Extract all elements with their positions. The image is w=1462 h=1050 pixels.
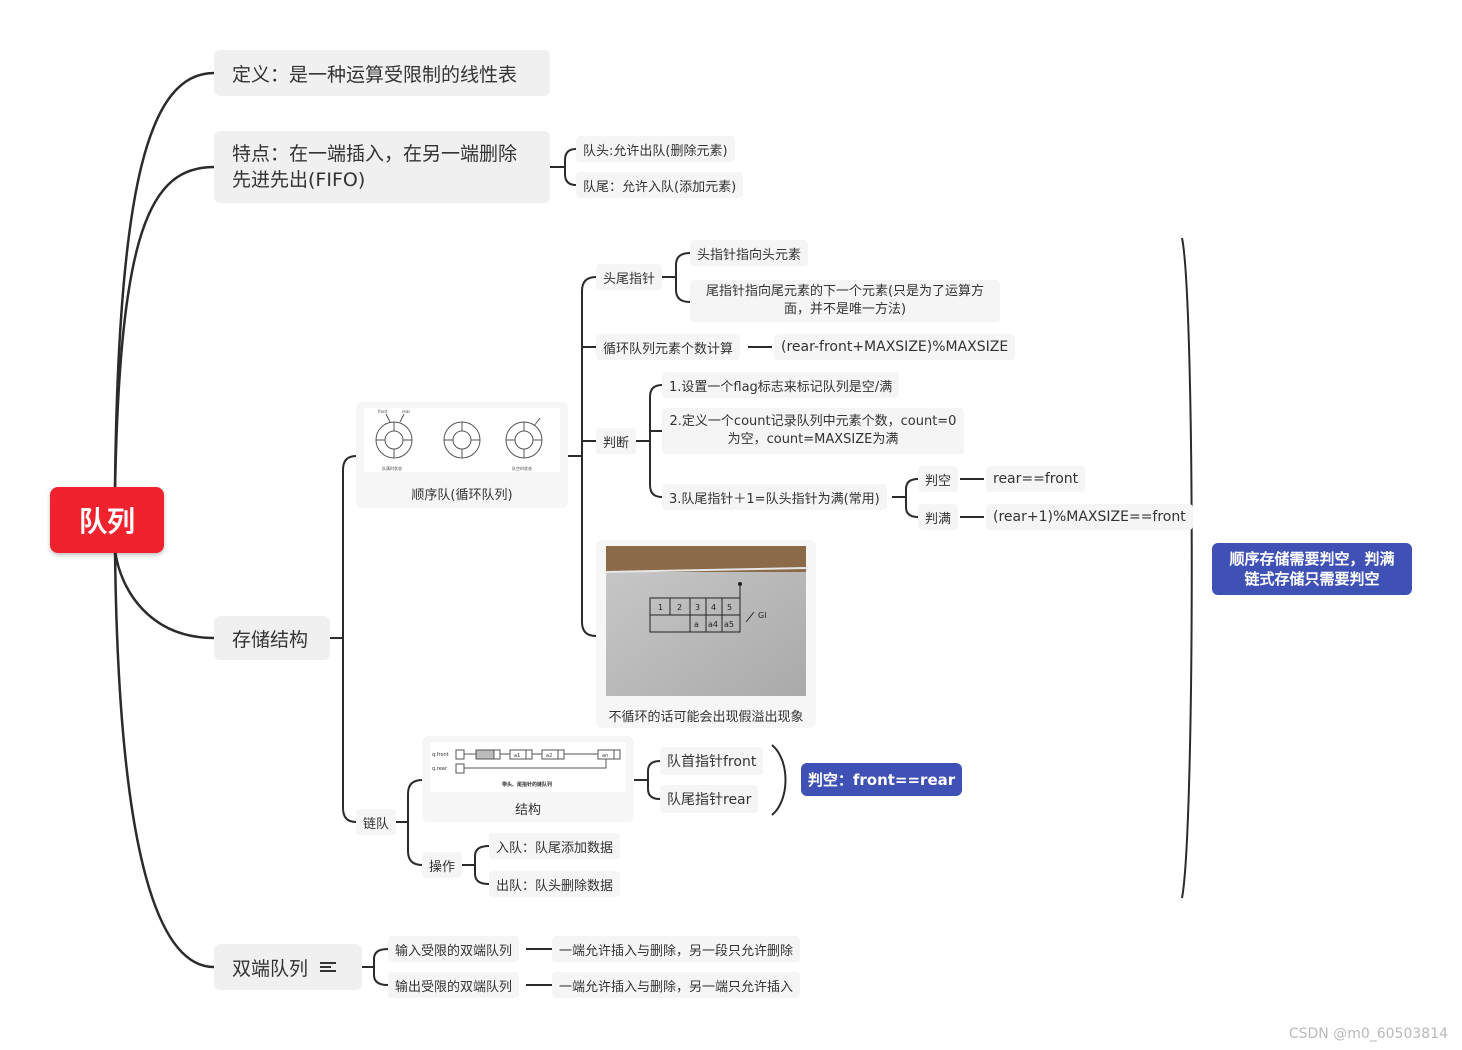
photo-cell-2: 2 xyxy=(677,603,682,612)
root-node[interactable]: 队列 xyxy=(50,487,164,553)
operations-node[interactable]: 操作 xyxy=(422,852,463,878)
dequeue-node[interactable]: 出队：队头删除数据 xyxy=(489,871,621,897)
count-formula-node[interactable]: (rear-front+MAXSIZE)%MAXSIZE xyxy=(774,334,1016,360)
false-overflow-photo-card[interactable]: 1 2 3 4 5 a a4 a5 Gl 不循环的话可能会出现假溢出现象 xyxy=(596,540,816,728)
judge-empty-node[interactable]: 判空 xyxy=(918,466,959,492)
output-restricted-node[interactable]: 输出受限的双端队列 xyxy=(388,972,520,998)
linked-empty-summary[interactable]: 判空：front==rear xyxy=(801,763,962,796)
linked-queue-figure: q.front q.rear a1 a2 an 带头、尾指针的链队列 xyxy=(430,742,626,792)
storage-summary-line1: 顺序存储需要判空，判满 xyxy=(1229,550,1395,568)
photo-cell-3: 3 xyxy=(695,603,700,612)
fig-label-qfront: q.front xyxy=(432,752,449,758)
fig-label-an: an xyxy=(602,753,608,759)
feature-tail-node[interactable]: 队尾：允许入队(添加元素) xyxy=(576,172,744,198)
pointer-tail-node[interactable]: 尾指针指向尾元素的下一个元素(只是为了运算方面，并不是唯一方法) xyxy=(690,280,1000,322)
fig-label-linked-caption: 带头、尾指针的链队列 xyxy=(502,781,552,788)
pointers-node[interactable]: 头尾指针 xyxy=(596,264,663,290)
linked-structure-card[interactable]: q.front q.rear a1 a2 an 带头、尾指针的链队列 结构 xyxy=(422,736,634,822)
photo-cell-4: 4 xyxy=(711,603,716,612)
rear-pointer-node[interactable]: 队尾指针rear xyxy=(660,785,759,813)
enqueue-node[interactable]: 入队：队尾添加数据 xyxy=(489,833,621,859)
linked-queue-node[interactable]: 链队 xyxy=(356,809,397,835)
fig-label-rear: rear xyxy=(402,409,410,414)
photo-cell-5: 5 xyxy=(727,603,732,612)
judge-full-expr-node[interactable]: (rear+1)%MAXSIZE==front xyxy=(986,504,1193,530)
photo-cell-1: 1 xyxy=(658,603,663,612)
sequential-queue-card[interactable]: front rear 队满时状态 队空时状态 顺序队(循环队列) xyxy=(356,402,568,508)
pointer-head-node[interactable]: 头指针指向头元素 xyxy=(690,240,809,266)
watermark: CSDN @m0_60503814 xyxy=(1288,1026,1448,1042)
fig-label-a1: a1 xyxy=(514,753,520,759)
output-restricted-desc-node[interactable]: 一端允许插入与删除，另一端只允许插入 xyxy=(552,972,801,998)
count-node[interactable]: 循环队列元素个数计算 xyxy=(596,334,741,360)
fig-label-full: 队满时状态 xyxy=(382,465,402,471)
storage-node[interactable]: 存储结构 xyxy=(214,616,330,660)
sequential-queue-caption: 顺序队(循环队列) xyxy=(411,488,513,503)
features-line2: 先进先出(FIFO) xyxy=(232,169,366,191)
photo-cell-a5: a5 xyxy=(724,620,734,629)
circular-queue-figure: front rear 队满时状态 队空时状态 xyxy=(364,408,560,472)
judge-opt1-node[interactable]: 1.设置一个flag标志来标记队列是空/满 xyxy=(662,372,900,398)
photo-cell-a3: a xyxy=(694,620,699,629)
feature-head-node[interactable]: 队头:允许出队(删除元素) xyxy=(576,136,735,162)
judge-full-node[interactable]: 判满 xyxy=(918,504,959,530)
fig-label-a2: a2 xyxy=(546,753,552,759)
photo-cell-a4: a4 xyxy=(708,620,718,629)
judge-opt3-node[interactable]: 3.队尾指针＋1=队头指针为满(常用) xyxy=(662,484,887,510)
input-restricted-node[interactable]: 输入受限的双端队列 xyxy=(388,936,520,962)
fig-label-empty: 队空时状态 xyxy=(512,465,532,471)
judge-node[interactable]: 判断 xyxy=(596,428,637,454)
false-overflow-photo: 1 2 3 4 5 a a4 a5 Gl xyxy=(606,546,806,696)
features-line1: 特点：在一端插入，在另一端删除 xyxy=(232,143,518,165)
front-pointer-node[interactable]: 队首指针front xyxy=(660,747,764,775)
input-restricted-desc-node[interactable]: 一端允许插入与删除，另一段只允许删除 xyxy=(552,936,801,962)
storage-summary[interactable]: 顺序存储需要判空，判满 链式存储只需要判空 xyxy=(1212,543,1412,595)
deque-node[interactable]: 双端队列 xyxy=(214,944,362,990)
deque-label: 双端队列 xyxy=(232,957,309,980)
judge-opt2-node[interactable]: 2.定义一个count记录队列中元素个数，count=0为空，count=MAX… xyxy=(662,408,964,454)
definition-node[interactable]: 定义：是一种运算受限制的线性表 xyxy=(214,50,550,96)
features-node[interactable]: 特点：在一端插入，在另一端删除 先进先出(FIFO) xyxy=(214,131,550,203)
judge-empty-expr-node[interactable]: rear==front xyxy=(986,466,1086,492)
fig-label-qrear: q.rear xyxy=(432,766,448,772)
linked-structure-caption: 结构 xyxy=(514,803,541,818)
notes-icon[interactable] xyxy=(320,960,337,974)
photo-note: Gl xyxy=(758,611,766,620)
storage-summary-line2: 链式存储只需要判空 xyxy=(1244,570,1380,588)
false-overflow-caption: 不循环的话可能会出现假溢出现象 xyxy=(608,710,804,725)
fig-label-front: front xyxy=(378,409,388,414)
